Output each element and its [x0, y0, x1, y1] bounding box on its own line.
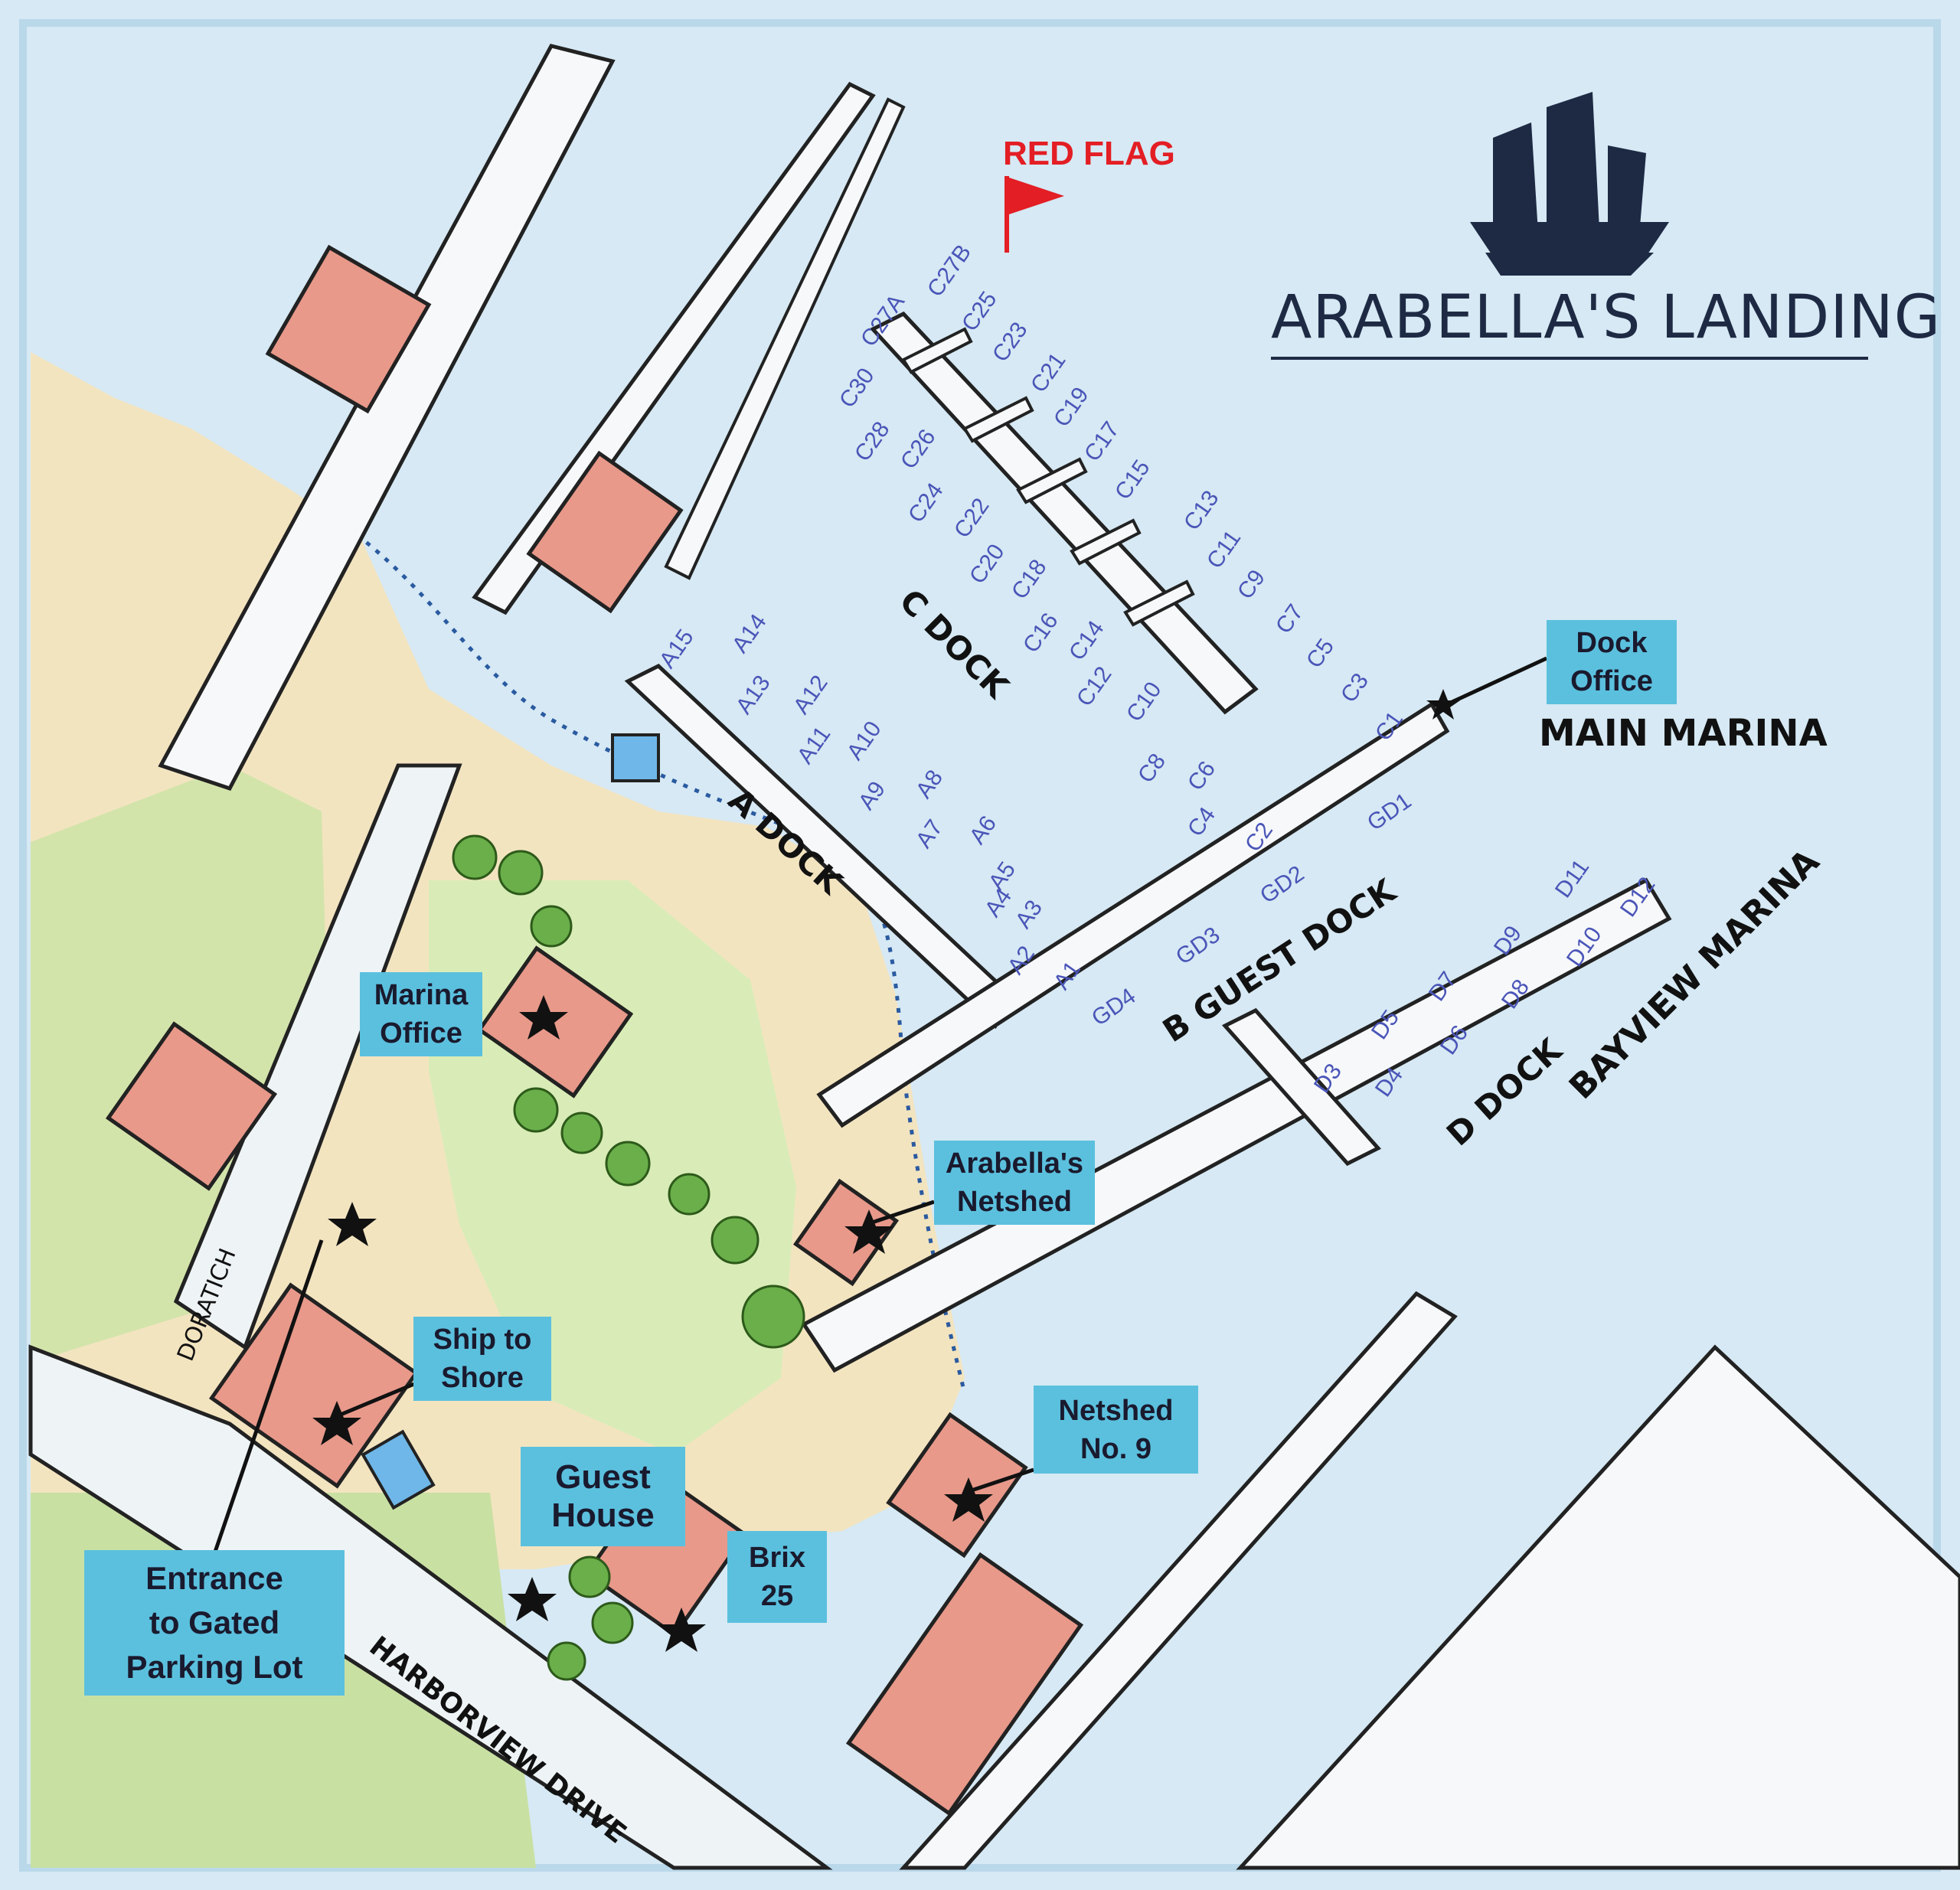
star-icon	[844, 1209, 893, 1254]
title-underline	[1271, 357, 1868, 360]
building	[886, 1412, 1028, 1559]
pier-se	[1236, 1344, 1960, 1870]
arabellas-netshed-label: Arabella's Netshed	[934, 1141, 1095, 1225]
dock-office-line2: Office	[1570, 665, 1653, 697]
pier-nw2	[472, 81, 876, 615]
arabellas-netshed-line1: Arabella's	[945, 1147, 1084, 1180]
building	[792, 1178, 900, 1287]
callout-lines	[212, 656, 1548, 1555]
ship-logo-icon	[1470, 92, 1669, 276]
b-guest-dock	[816, 701, 1450, 1128]
map-title: ARABELLA'S LANDING	[1271, 283, 1942, 352]
star-icon	[657, 1608, 706, 1652]
location-stars	[312, 689, 1460, 1652]
dock-office-label: Dock Office	[1547, 620, 1677, 704]
building	[526, 450, 684, 614]
building	[105, 1021, 278, 1191]
dock-office-line1: Dock	[1576, 627, 1648, 659]
star-icon	[312, 1401, 361, 1445]
pier-se2	[899, 1291, 1458, 1870]
c-dock-fingers	[901, 327, 1195, 627]
brix25-line2: 25	[760, 1580, 794, 1612]
d-dock	[801, 877, 1672, 1373]
building	[845, 1552, 1084, 1817]
ship-to-shore-line1: Ship to	[433, 1324, 532, 1356]
entrance-label: Entrance to Gated Parking Lot	[84, 1550, 345, 1696]
shoreline	[335, 518, 967, 1394]
marina-office-line2: Office	[380, 1017, 462, 1049]
star-icon	[519, 995, 568, 1040]
star-icon	[1426, 689, 1460, 720]
building	[208, 1282, 420, 1489]
star-icon	[508, 1577, 557, 1621]
netshed-no9-label: Netshed No. 9	[1034, 1386, 1198, 1474]
guest-house-line1: Guest	[555, 1458, 651, 1496]
brix25-label: Brix 25	[727, 1531, 827, 1623]
road-harborview	[28, 1344, 833, 1870]
red-flag-label: RED FLAG	[1003, 135, 1175, 172]
red-flag-icon	[1004, 176, 1064, 253]
ship-to-shore-line2: Shore	[441, 1362, 524, 1394]
guest-house-line2: House	[551, 1497, 655, 1534]
marina-office-label: Marina Office	[360, 972, 482, 1056]
pier-nw3	[664, 97, 906, 580]
guest-house-label: Guest House	[521, 1447, 685, 1546]
pier-nw1	[158, 44, 616, 792]
entrance-line2: to Gated	[149, 1604, 280, 1640]
marina-office-line1: Marina	[374, 979, 469, 1011]
brix25-line1: Brix	[749, 1542, 805, 1574]
arabellas-netshed-line2: Netshed	[957, 1186, 1072, 1218]
ship-to-shore-label: Ship to Shore	[413, 1317, 551, 1401]
building	[265, 244, 432, 414]
main-marina-label: MAIN MARINA	[1539, 712, 1828, 755]
entrance-line1: Entrance	[145, 1560, 283, 1596]
entrance-line3: Parking Lot	[126, 1649, 303, 1685]
netshed-no9-line2: No. 9	[1080, 1432, 1152, 1465]
road-doratich	[173, 763, 462, 1350]
d-dock-arm	[1221, 1007, 1382, 1167]
star-icon	[944, 1477, 993, 1522]
pool	[361, 1429, 436, 1510]
trees	[452, 834, 805, 1681]
map-border	[19, 19, 1941, 1872]
star-icon	[328, 1202, 377, 1246]
netshed-no9-line1: Netshed	[1058, 1394, 1174, 1427]
pool	[611, 733, 660, 782]
